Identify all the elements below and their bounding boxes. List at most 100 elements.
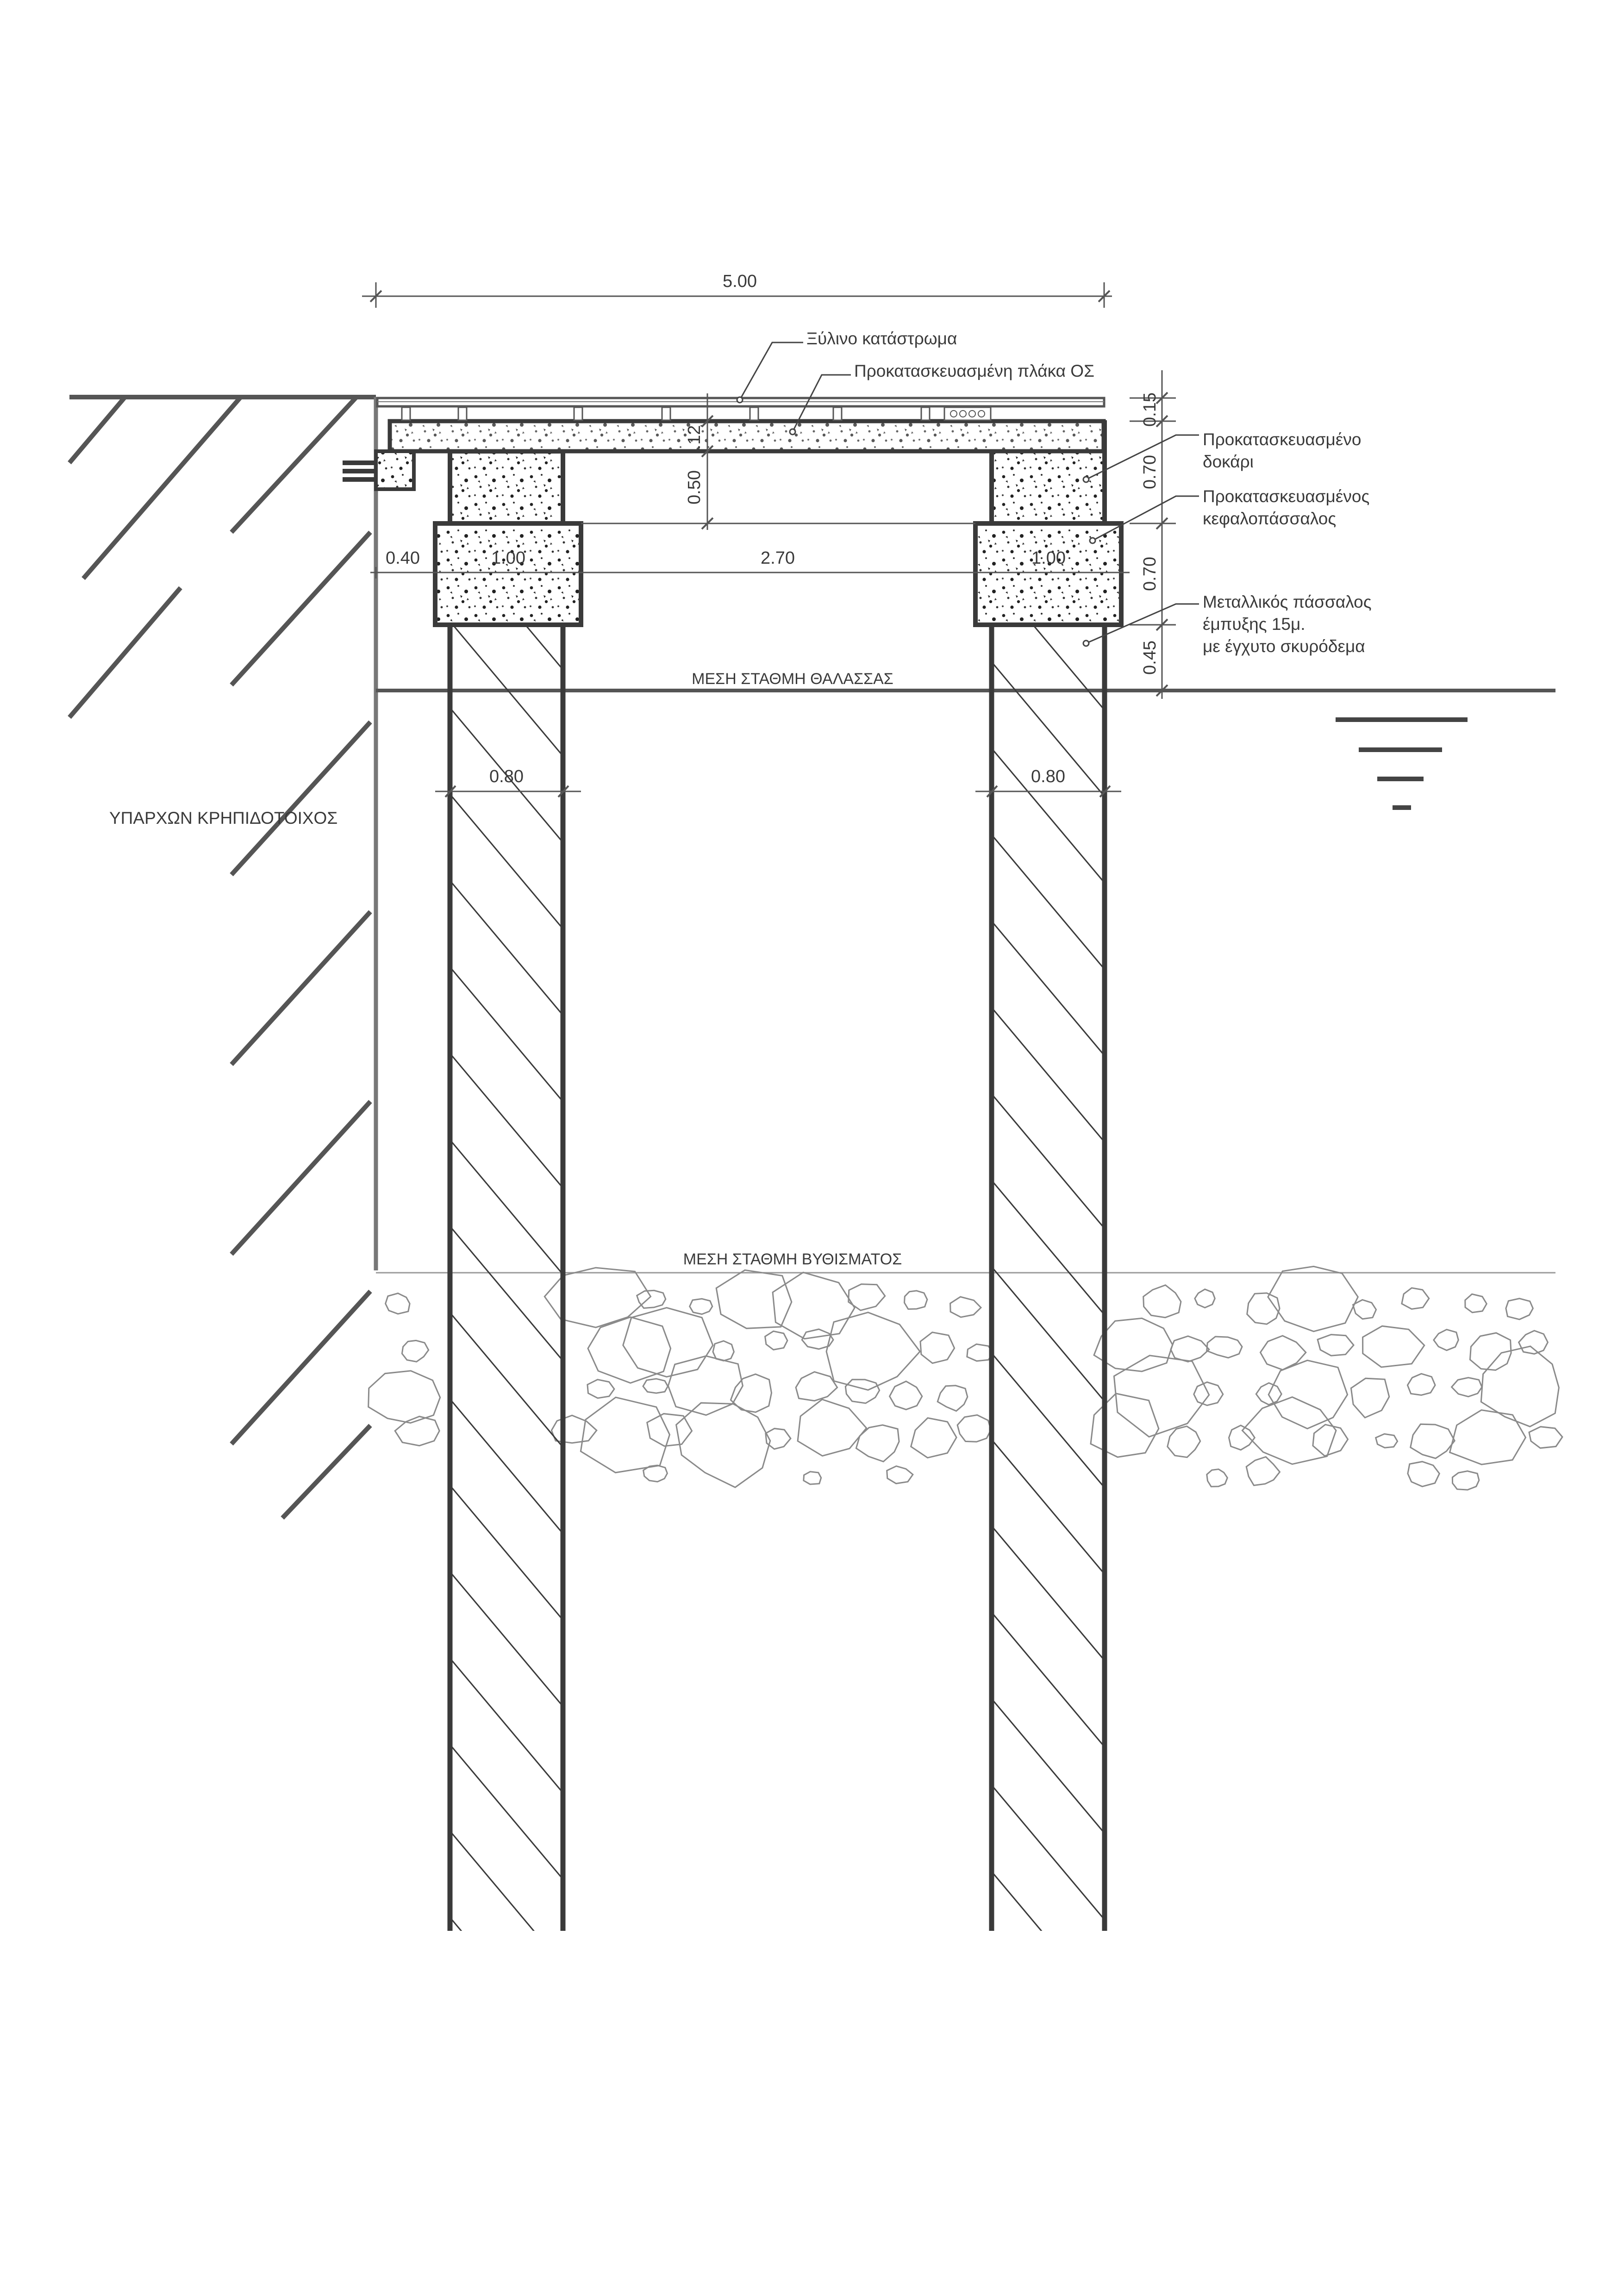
rock [848, 1283, 886, 1311]
precast-beam-left [448, 449, 565, 526]
rock [587, 1316, 672, 1384]
rock [712, 1340, 735, 1362]
beam-height-left-value: 0.50 [685, 470, 704, 504]
rock [394, 1415, 440, 1447]
steel-pile-label-1: Μεταλλικός πάσσαλος [1203, 592, 1372, 611]
rock [1228, 1425, 1256, 1451]
rock [1518, 1330, 1549, 1355]
rock [772, 1271, 856, 1340]
rock [1451, 1470, 1480, 1491]
rock [1259, 1335, 1307, 1371]
rock [1449, 1409, 1527, 1465]
pile-cap-left [433, 521, 583, 627]
precast-pile-cap-label-2: κεφαλοπάσσαλος [1203, 509, 1336, 528]
deck-joist [401, 406, 411, 421]
mean-sea-level-label: ΜΕΣΗ ΣΤΑΘΜΗ ΘΑΛΑΣΣΑΣ [692, 670, 893, 688]
rock [1267, 1265, 1359, 1332]
rock [937, 1385, 968, 1412]
overall-width-value: 5.00 [723, 272, 757, 291]
leader-lines [739, 342, 1199, 644]
rock [1268, 1359, 1349, 1430]
existing-quay-wall-label: ΥΠΑΡΧΩΝ ΚΡΗΠΙΔΟΤΟΙΧΟΣ [109, 809, 337, 828]
rock [1350, 1377, 1390, 1419]
deck-joist [661, 406, 671, 421]
rock [1194, 1288, 1216, 1309]
rock [1143, 1284, 1182, 1319]
deck-joist [749, 406, 759, 421]
rock [1410, 1423, 1455, 1459]
rock [910, 1417, 957, 1459]
rock [764, 1330, 788, 1350]
rock [1528, 1426, 1563, 1449]
rock [689, 1298, 713, 1315]
rock [636, 1289, 667, 1309]
rock [1374, 1433, 1399, 1449]
rock [1255, 1382, 1282, 1406]
deck-joist [832, 406, 843, 421]
rock [949, 1296, 982, 1318]
rock [730, 1373, 773, 1413]
clear-span-value: 2.70 [761, 548, 795, 568]
rock [888, 1380, 923, 1411]
dimension-inner-vertical [701, 393, 714, 530]
rock [1362, 1325, 1425, 1368]
rock [844, 1379, 881, 1404]
steel-pile-label-2: έμπυξης 15μ. [1203, 615, 1305, 634]
rock [1450, 1377, 1483, 1398]
rock [1505, 1298, 1534, 1320]
rock [1407, 1461, 1441, 1487]
steel-pile-right [989, 625, 1107, 1931]
dimension-pile-diameters [435, 785, 1121, 798]
rock [715, 1269, 793, 1329]
rock [765, 1428, 792, 1450]
rock [919, 1332, 956, 1364]
slab-thickness-value: .12 [685, 425, 704, 450]
rock [803, 1471, 822, 1485]
pile-diameter-left-value: 0.80 [489, 767, 524, 786]
precast-beam-label-1: Προκατασκευασμένο [1203, 430, 1361, 449]
rock [642, 1378, 669, 1394]
rock [1469, 1332, 1512, 1371]
mean-sea-level: ΜΕΣΗ ΣΤΑΘΜΗ ΘΑΛΑΣΣΑΣ [376, 670, 1555, 692]
precast-beam-label-2: δοκάρι [1203, 452, 1254, 471]
steel-pile-label-3: με έγχυτο σκυρόδεμα [1203, 637, 1365, 656]
rock [1241, 1396, 1337, 1465]
dimension-overall-width [362, 282, 1112, 308]
cap-width-right-value: 1.00 [1031, 548, 1066, 568]
rock [384, 1292, 411, 1315]
rock-fill [368, 1265, 1563, 1491]
leader-dots [736, 396, 1096, 647]
rock [1167, 1425, 1201, 1458]
deck-joist [457, 406, 468, 421]
rock [903, 1290, 928, 1310]
rock [797, 1399, 868, 1457]
mean-seabed-level-label: ΜΕΣΗ ΣΤΑΘΜΗ ΒΥΘΙΣΜΑΤΟΣ [683, 1251, 902, 1268]
dimension-row-caps [370, 567, 1130, 579]
pile-cap-height-value: 0.70 [1140, 557, 1160, 591]
rock [587, 1379, 615, 1399]
deck-fixings [950, 410, 985, 417]
precast-slab [387, 419, 1106, 454]
edge-fender [343, 449, 416, 491]
dimension-chain-vertical [1130, 370, 1176, 699]
deck-joist [573, 406, 583, 421]
wall-gap-value: 0.40 [386, 548, 420, 568]
rock [801, 1328, 834, 1350]
rock [642, 1464, 668, 1483]
rock [368, 1370, 441, 1424]
rock [795, 1371, 838, 1402]
rock [1245, 1456, 1281, 1487]
wooden-deck-label: Ξύλινο κατάστρωμα [806, 329, 957, 348]
pile-diameter-right-value: 0.80 [1031, 767, 1065, 786]
seabed: ΜΕΣΗ ΣΤΑΘΜΗ ΒΥΘΙΣΜΑΤΟΣ [368, 1251, 1563, 1491]
rock [1206, 1336, 1243, 1359]
rock [886, 1465, 914, 1485]
rock [855, 1424, 900, 1462]
existing-quay-wall: ΥΠΑΡΧΩΝ ΚΡΗΠΙΔΟΤΟΙΧΟΣ [68, 395, 378, 1520]
rock [646, 1413, 693, 1447]
precast-pile-cap-label-1: Προκατασκευασμένος [1203, 487, 1369, 506]
rock [1170, 1335, 1210, 1363]
rock [675, 1402, 771, 1488]
rock [1401, 1287, 1430, 1310]
